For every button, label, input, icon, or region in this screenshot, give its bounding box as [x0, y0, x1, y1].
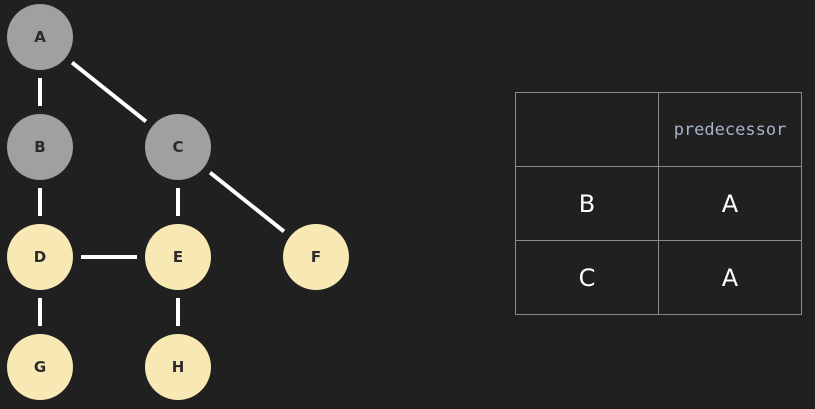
graph-edges	[38, 60, 286, 326]
node-circle	[283, 224, 349, 290]
table-header-row: predecessor	[515, 92, 802, 167]
node-circle	[145, 114, 211, 180]
node-label: C	[172, 138, 183, 156]
node-circle	[145, 224, 211, 290]
node-b: B	[7, 114, 73, 180]
node-label: G	[34, 358, 46, 376]
edge-c-f	[208, 170, 286, 234]
graph-diagram: A B C D E F G H	[7, 4, 349, 400]
node-g: G	[7, 334, 73, 400]
table-cell-node: B	[515, 166, 659, 241]
node-label: F	[311, 248, 321, 266]
table-row: B A	[515, 166, 802, 241]
node-e: E	[145, 224, 211, 290]
node-circle	[145, 334, 211, 400]
table-cell-predecessor: A	[658, 166, 802, 241]
node-label: E	[173, 248, 183, 266]
table-header-predecessor: predecessor	[658, 92, 802, 167]
node-h: H	[145, 334, 211, 400]
node-c: C	[145, 114, 211, 180]
table-cell-node: C	[515, 240, 659, 315]
node-label: H	[172, 358, 185, 376]
table-row: C A	[515, 240, 802, 315]
node-circle	[7, 4, 73, 70]
node-circle	[7, 114, 73, 180]
node-label: D	[34, 248, 46, 266]
node-label: A	[34, 28, 46, 46]
node-a: A	[7, 4, 73, 70]
table-header-corner	[515, 92, 659, 167]
graph-nodes: A B C D E F G H	[7, 4, 349, 400]
predecessor-table: predecessor B A C A	[515, 92, 802, 315]
node-d: D	[7, 224, 73, 290]
node-label: B	[34, 138, 45, 156]
table-cell-predecessor: A	[658, 240, 802, 315]
edge-a-c	[70, 60, 148, 124]
node-f: F	[283, 224, 349, 290]
node-circle	[7, 224, 73, 290]
node-circle	[7, 334, 73, 400]
